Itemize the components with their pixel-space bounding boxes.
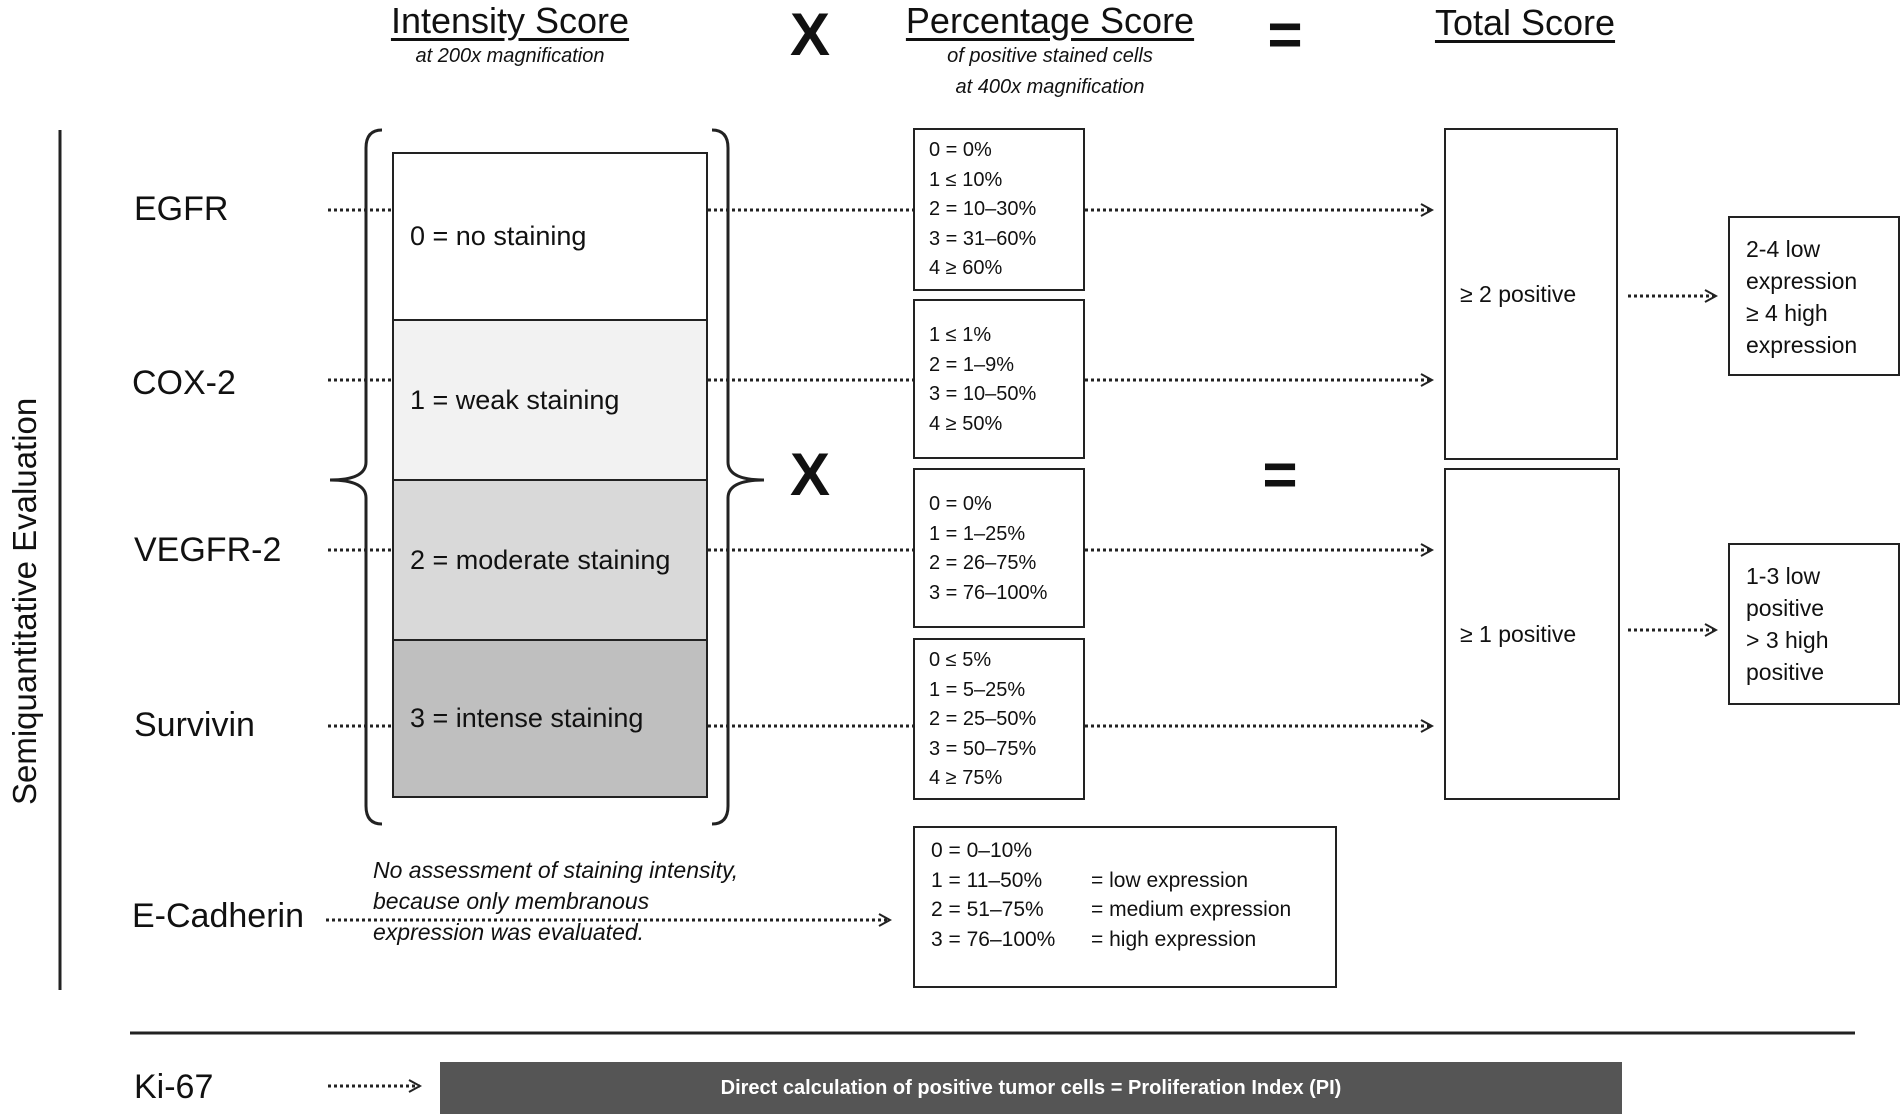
total-score-box-1: ≥ 2 positive [1444, 128, 1618, 460]
intensity-score-title: Intensity Score [390, 0, 630, 41]
result-box-positive: 1-3 low positive > 3 high positive [1728, 543, 1900, 705]
result-line: 2-4 low [1746, 236, 1821, 262]
percentage-item: 4 ≥ 50% [929, 412, 1003, 435]
marker-vegfr-2: VEGFR-2 [134, 531, 282, 569]
percentage-item: 0 = 0% [929, 493, 992, 515]
percentage-score-subtitle-2: at 400x magnification [955, 76, 1145, 98]
total-score-box-2: ≥ 1 positive [1444, 468, 1620, 800]
result-box-expression: 2-4 low expression ≥ 4 high expression [1728, 216, 1900, 376]
result-line: ≥ 4 high [1746, 300, 1828, 326]
left-curly-bracket [329, 128, 383, 826]
percentage-item: 3 = 31–60% [929, 227, 1037, 250]
percentage-item: 2 = 10–30% [929, 198, 1037, 220]
ecadherin-score-box: 0 = 0–10% 1 = 11–50% = low expression 2 =… [913, 826, 1337, 988]
percentage-box-survivin: 0 ≤ 5% 1 = 5–25% 2 = 25–50% 3 = 50–75% 4… [913, 638, 1085, 800]
ecadherin-row: 2 = 51–75% = medium expression [931, 895, 1335, 925]
percentage-item: 1 = 1–25% [929, 522, 1026, 545]
ecadherin-score: 0 = 0–10% [931, 839, 1033, 862]
marker-cox-2: COX-2 [132, 364, 236, 402]
percentage-item: 3 = 76–100% [929, 581, 1048, 604]
percentage-item: 0 = 0% [929, 139, 992, 161]
ecadherin-row: 0 = 0–10% [931, 836, 1335, 866]
result-line: expression [1746, 268, 1858, 294]
total-score-text-2: ≥ 1 positive [1460, 620, 1577, 647]
ecadherin-meaning: = medium expression [1091, 898, 1292, 921]
percentage-box-vegfr-2: 0 = 0% 1 = 1–25% 2 = 26–75% 3 = 76–100% [913, 468, 1085, 628]
ecadherin-row: 1 = 11–50% = low expression [931, 866, 1335, 896]
percentage-item: 2 = 26–75% [929, 552, 1037, 574]
intensity-level-1: 1 = weak staining [394, 319, 706, 479]
percentage-item: 1 ≤ 10% [929, 168, 1003, 191]
intensity-level-2: 2 = moderate staining [394, 479, 706, 639]
percentage-item: 4 ≥ 75% [929, 767, 1003, 789]
ecadherin-meaning: = low expression [1091, 868, 1248, 892]
percentage-box-egfr: 0 = 0% 1 ≤ 10% 2 = 10–30% 3 = 31–60% 4 ≥… [913, 128, 1085, 291]
ecadherin-note: No assessment of staining intensity, bec… [373, 855, 753, 948]
ecadherin-note-line: No assessment of staining intensity, [373, 857, 739, 883]
marker-ki-67: Ki-67 [134, 1068, 214, 1106]
marker-e-cadherin: E-Cadherin [132, 897, 304, 935]
intensity-score-subtitle: at 200x magnification [415, 45, 605, 67]
result-line: 1-3 low [1746, 563, 1821, 589]
ecadherin-score: 2 = 51–75% [931, 898, 1044, 921]
result-line: > 3 high [1746, 627, 1829, 653]
equals-operator: = [1262, 441, 1298, 508]
percentage-item: 2 = 25–50% [929, 708, 1037, 730]
marker-survivin: Survivin [134, 706, 255, 744]
result-line: expression [1746, 332, 1858, 358]
times-operator: X [789, 441, 831, 508]
percentage-item: 3 = 10–50% [929, 383, 1037, 405]
ecadherin-note-line: because only membranous [373, 888, 650, 914]
ecadherin-score: 1 = 11–50% [931, 868, 1043, 892]
percentage-box-cox-2: 1 ≤ 1% 2 = 1–9% 3 = 10–50% 4 ≥ 50% [913, 299, 1085, 459]
times-operator-header: X [789, 1, 831, 68]
percentage-item: 4 ≥ 60% [929, 257, 1003, 279]
proliferation-index-bar: Direct calculation of positive tumor cel… [440, 1062, 1622, 1114]
percentage-item: 2 = 1–9% [929, 353, 1015, 376]
percentage-item: 1 ≤ 1% [929, 324, 992, 346]
result-line: positive [1746, 659, 1824, 685]
ecadherin-meaning: = high expression [1091, 927, 1257, 951]
equals-operator-header: = [1267, 1, 1303, 68]
intensity-level-3: 3 = intense staining [394, 639, 706, 796]
percentage-item: 0 ≤ 5% [929, 649, 992, 671]
right-curly-bracket [711, 128, 765, 826]
ecadherin-note-line: expression was evaluated. [373, 919, 645, 945]
intensity-scale: 0 = no staining 1 = weak staining 2 = mo… [392, 152, 708, 798]
percentage-item: 3 = 50–75% [929, 737, 1037, 760]
ecadherin-row: 3 = 76–100% = high expression [931, 925, 1335, 955]
result-line: positive [1746, 595, 1824, 621]
total-score-title: Total Score [1434, 2, 1616, 43]
marker-egfr: EGFR [134, 190, 229, 228]
total-score-text-1: ≥ 2 positive [1460, 280, 1577, 307]
percentage-item: 1 = 5–25% [929, 678, 1026, 701]
ecadherin-score: 3 = 76–100% [931, 927, 1056, 951]
percentage-score-subtitle-1: of positive stained cells [947, 45, 1153, 67]
intensity-level-0: 0 = no staining [394, 154, 706, 319]
proliferation-index-text: Direct calculation of positive tumor cel… [720, 1076, 1342, 1099]
percentage-score-title: Percentage Score [905, 0, 1195, 41]
